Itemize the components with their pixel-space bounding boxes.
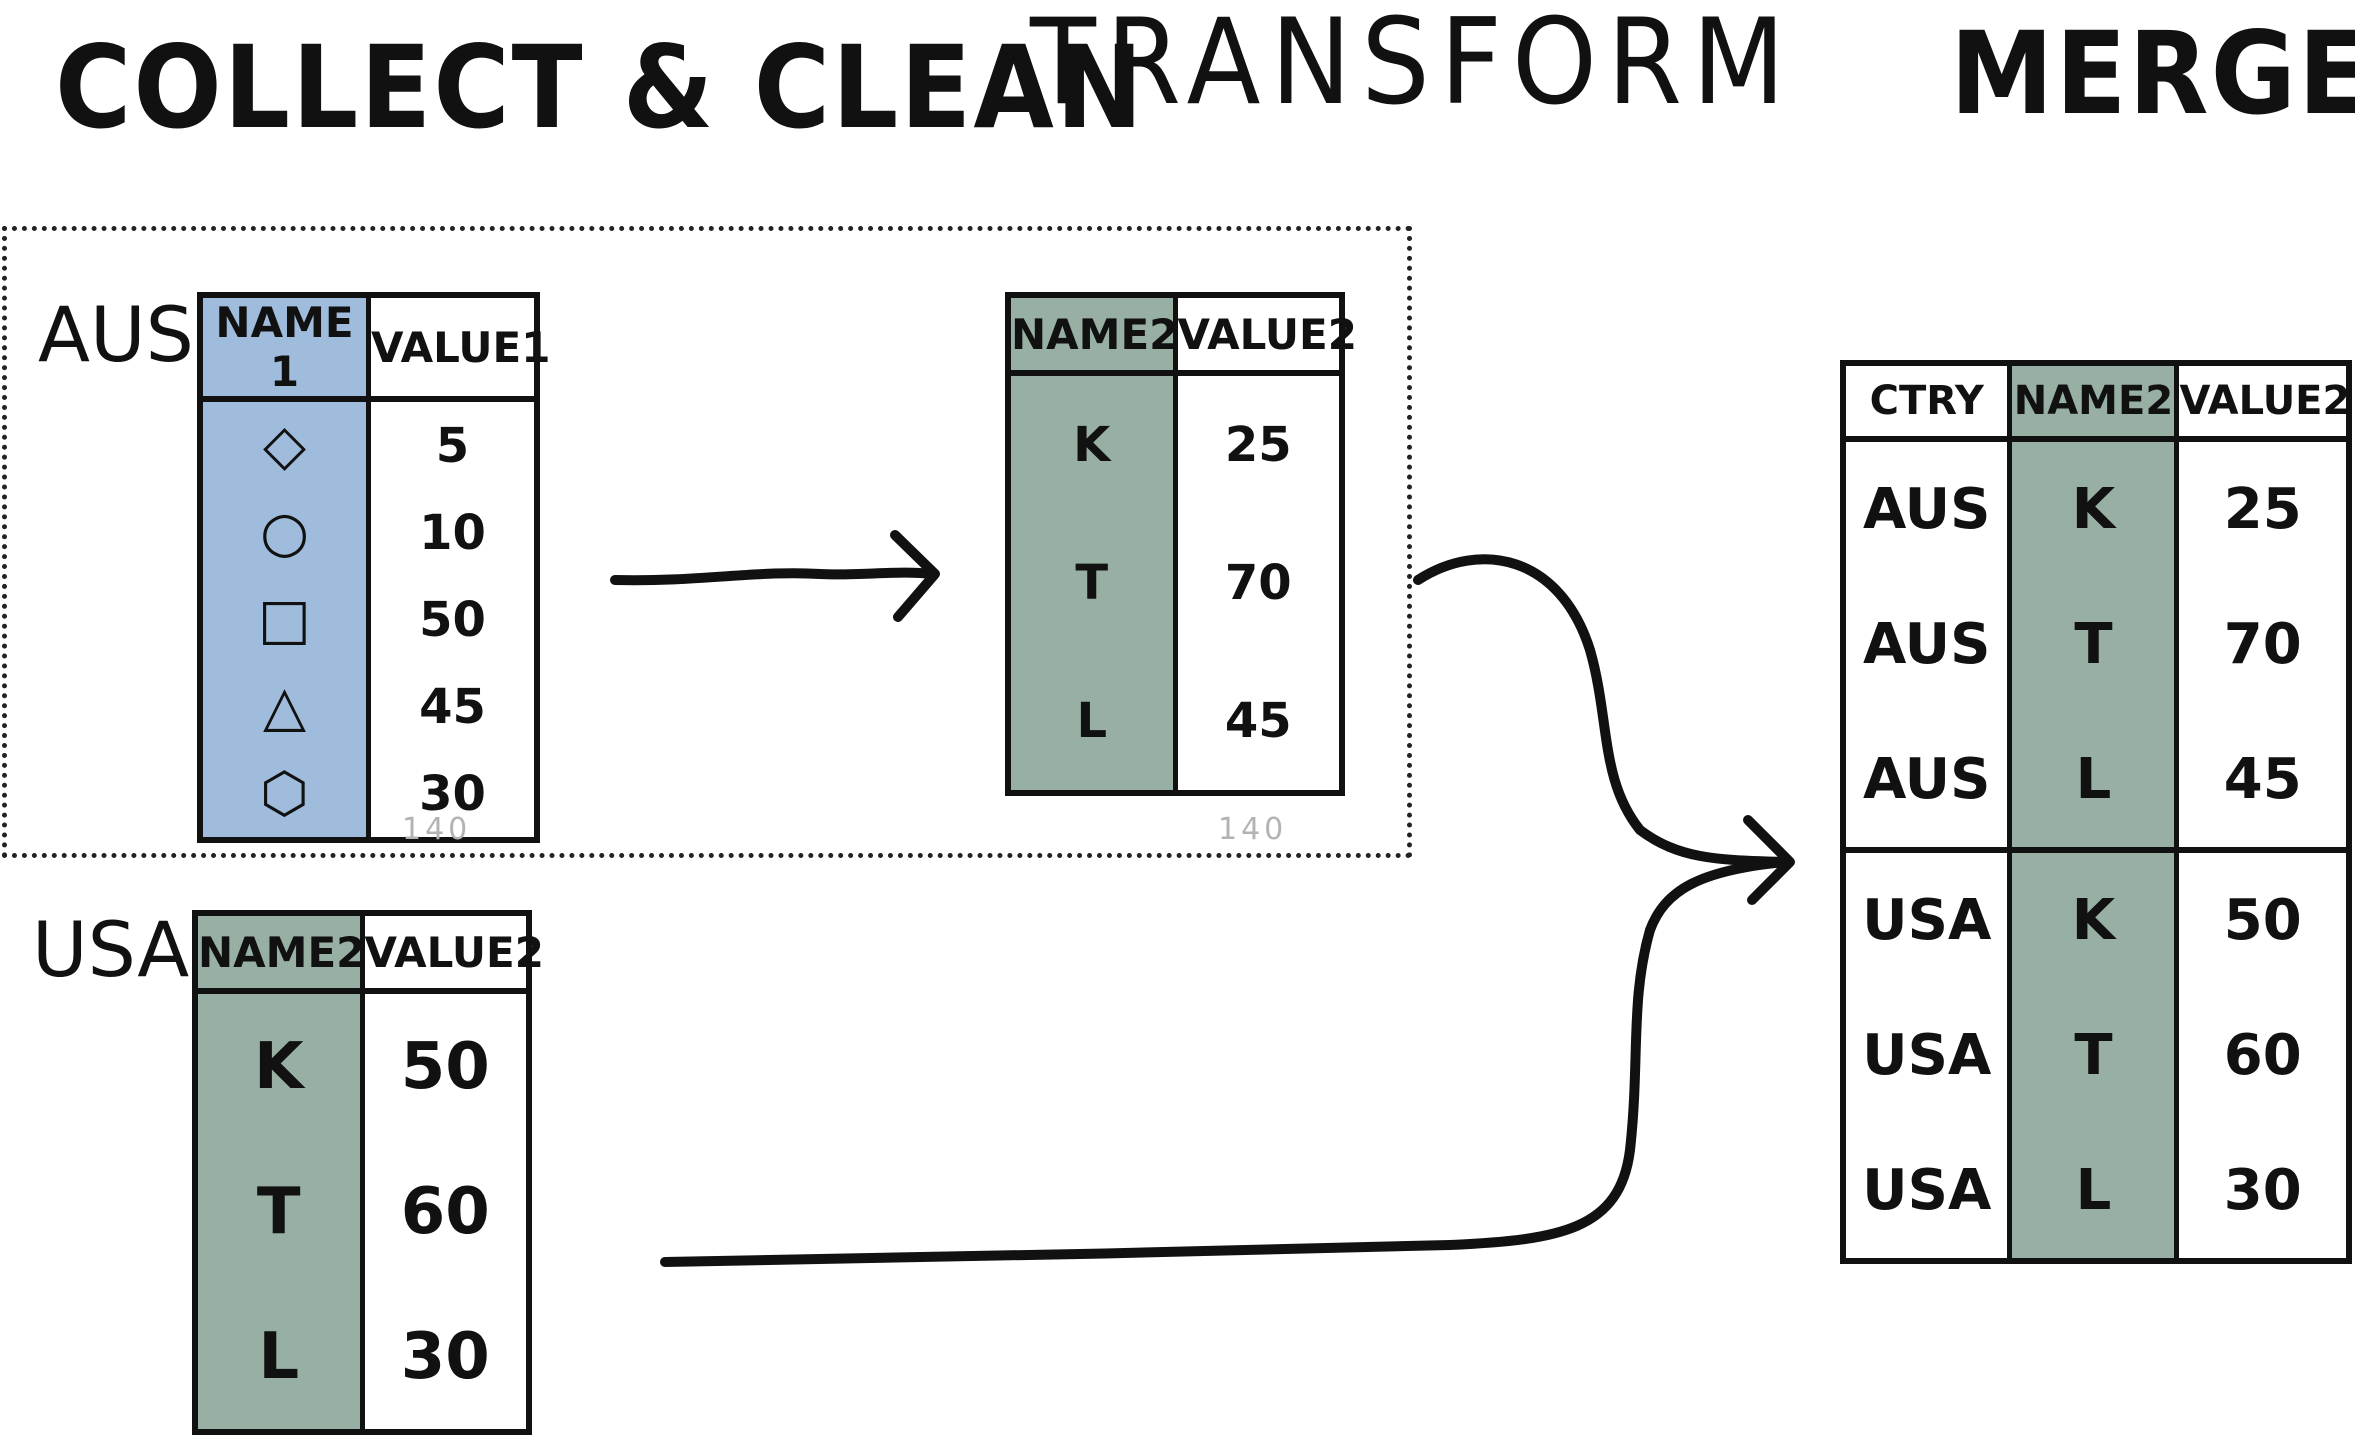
aus-label: AUS [38, 290, 194, 379]
shape-square-icon: □ [200, 576, 369, 663]
transform-arrow-icon [610, 567, 937, 586]
column-header: NAME2 [1008, 295, 1178, 376]
column-header: VALUE2 [359, 913, 544, 994]
value-cell: 70 [1172, 514, 1342, 652]
table-row: USA L 30 [1843, 1123, 2349, 1261]
name-cell: L [1008, 652, 1175, 793]
country-cell: AUS [1863, 612, 1991, 677]
merge-heading: MERGE [1950, 6, 2355, 141]
value-cell: 45 [366, 663, 537, 750]
column-header: NAME2 [2007, 363, 2177, 442]
name-cell: T [2007, 988, 2177, 1123]
aus-transformed-sum: 140 [1218, 812, 1288, 847]
value-cell: 30 [359, 1284, 529, 1432]
country-cell: USA [1843, 847, 2010, 988]
column-header: VALUE1 [366, 295, 550, 402]
table-row: T 70 [1008, 514, 1342, 652]
table-row: USA K 50 [1843, 847, 2349, 988]
column-header: NAME 1 [200, 295, 369, 402]
column-header: NAME2 [195, 913, 365, 994]
usa-merge-arrow-icon [660, 857, 1790, 1267]
country-cell: AUS [1863, 477, 1991, 542]
merged-table: CTRY NAME2 VALUE2 AUS K 25 AUS T 70 AUS … [1840, 360, 2352, 1264]
shape-triangle-icon: △ [200, 663, 369, 750]
aus-merge-arrow-icon [1413, 554, 1790, 867]
value-cell: 60 [2174, 988, 2349, 1123]
table-row: ◇ 5 [200, 399, 537, 489]
value-cell: 50 [2174, 847, 2349, 988]
shape-hexagon-icon: ⬡ [200, 750, 369, 840]
table-row: AUS T 70 [1843, 577, 2349, 712]
value-cell: 25 [1172, 373, 1342, 514]
table-row: △ 45 [200, 663, 537, 750]
table-row: T 60 [195, 1139, 529, 1284]
value-cell: 60 [359, 1139, 529, 1284]
value-cell: 45 [1172, 652, 1342, 793]
value-cell: 30 [2174, 1123, 2349, 1261]
aus-raw-sum: 140 [402, 812, 472, 847]
usa-table: NAME2 VALUE2 K 50 T 60 L 30 [192, 910, 544, 1435]
column-header: VALUE2 [2174, 363, 2350, 442]
name-cell: T [195, 1139, 362, 1284]
table-row: L 30 [195, 1284, 529, 1432]
table-row: K 50 [195, 991, 529, 1139]
table-row: AUS L 45 [1843, 712, 2349, 850]
value-cell: 50 [359, 991, 529, 1139]
transform-arrowhead-icon [890, 530, 940, 622]
merge-arrowhead-icon [1743, 815, 1795, 905]
value-cell: 5 [366, 399, 537, 489]
aus-transformed-table: NAME2 VALUE2 K 25 T 70 L 45 [1005, 292, 1357, 796]
transform-heading: TRANSFORM [1030, 0, 1796, 132]
table-row: ○ 10 [200, 489, 537, 576]
name-cell: K [2007, 439, 2177, 577]
value-cell: 30 [366, 750, 537, 840]
column-header: VALUE2 [1172, 295, 1357, 376]
name-cell: L [2007, 712, 2177, 850]
table-row: K 25 [1008, 373, 1342, 514]
name-cell: T [2007, 577, 2177, 712]
value-cell: 70 [2174, 577, 2349, 712]
shape-circle-icon: ○ [200, 489, 369, 576]
name-cell: L [2007, 1123, 2177, 1261]
table-row: USA T 60 [1843, 988, 2349, 1123]
value-cell: 50 [366, 576, 537, 663]
name-cell: T [1008, 514, 1175, 652]
table-row: □ 50 [200, 576, 537, 663]
name-cell: K [2007, 847, 2177, 988]
country-cell: AUS [1863, 747, 1991, 812]
table-row: ⬡ 30 [200, 750, 537, 840]
name-cell: K [1008, 373, 1175, 514]
table-row: AUS K 25 [1843, 439, 2349, 577]
name-cell: K [195, 991, 362, 1139]
collect-clean-heading: COLLECT & CLEAN [55, 20, 1145, 155]
name-cell: L [195, 1284, 362, 1432]
table-row: L 45 [1008, 652, 1342, 793]
value-cell: 45 [2174, 712, 2349, 850]
value-cell: 10 [366, 489, 537, 576]
column-header: CTRY [1843, 363, 2010, 442]
aus-raw-table: NAME 1 VALUE1 ◇ 5 ○ 10 □ 50 △ 45 ⬡ 30 [197, 292, 550, 843]
aus-group-box [2, 226, 1412, 858]
country-cell: USA [1862, 1158, 1992, 1223]
shape-diamond-icon: ◇ [200, 399, 369, 489]
usa-label: USA [32, 905, 190, 994]
country-cell: USA [1862, 1023, 1992, 1088]
value-cell: 25 [2174, 439, 2349, 577]
